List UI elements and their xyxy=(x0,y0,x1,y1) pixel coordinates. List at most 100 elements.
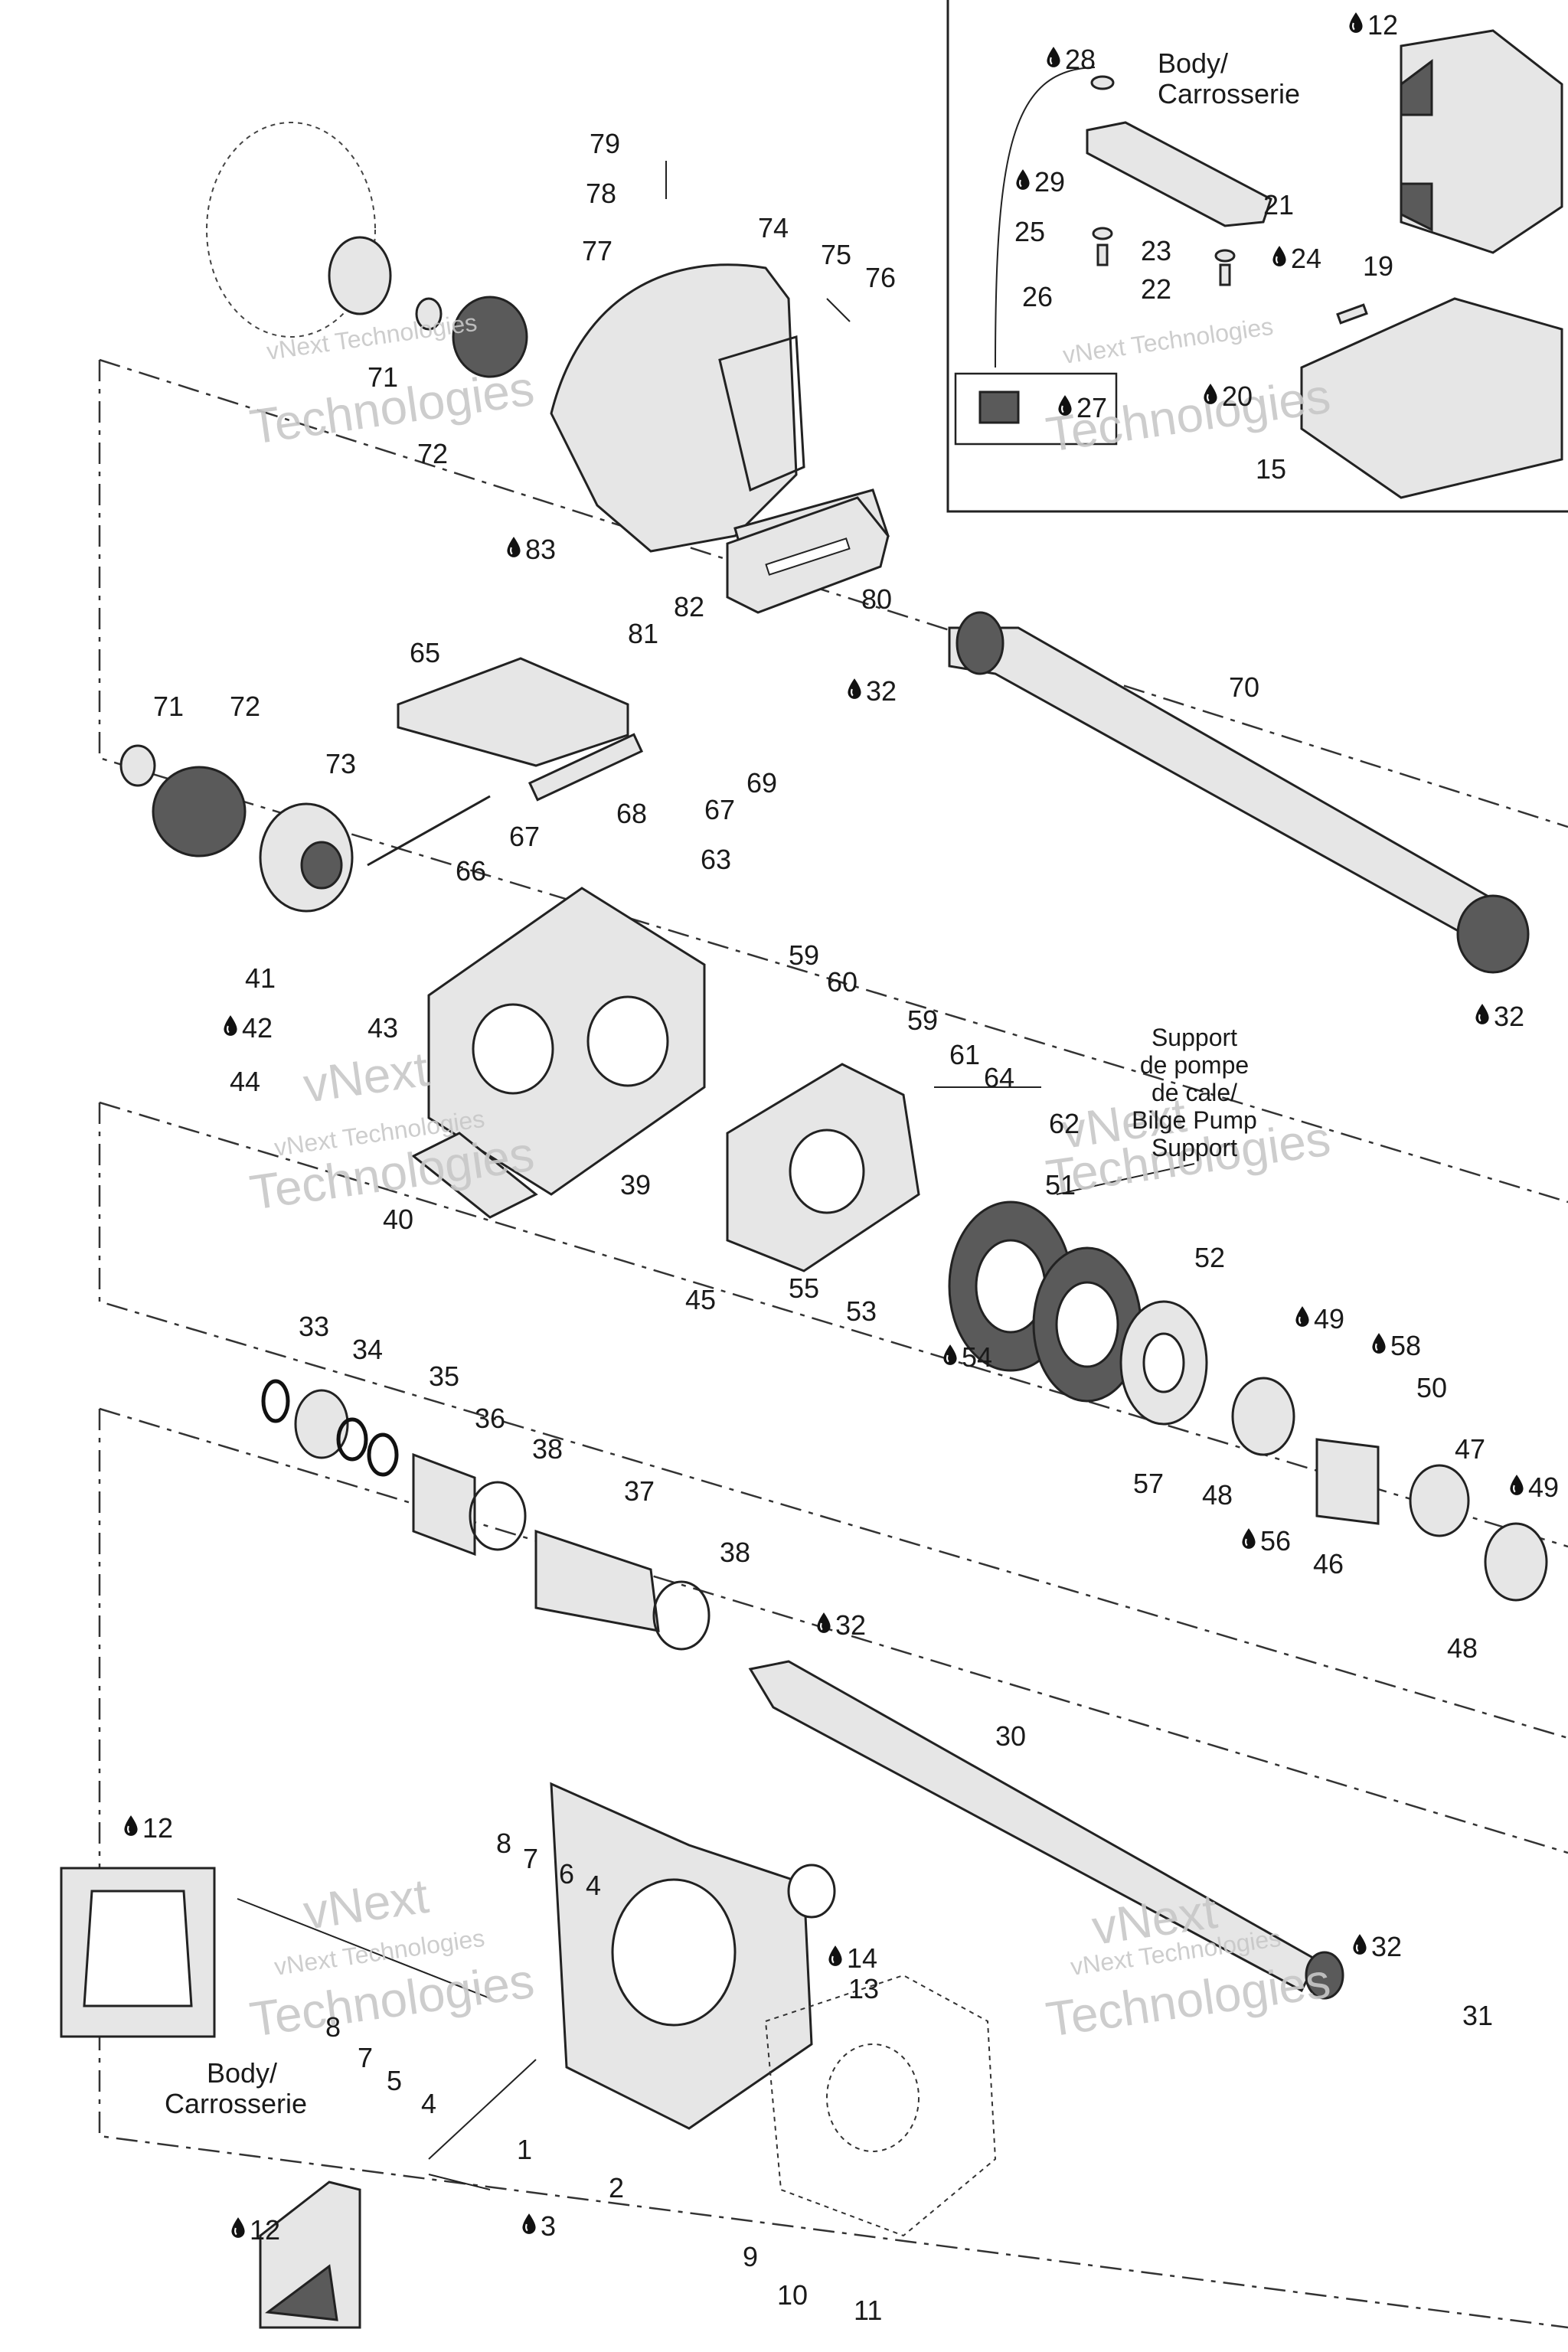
svg-text:Body/: Body/ xyxy=(1158,47,1228,79)
part-number: 32 xyxy=(866,675,897,707)
part-label-p8a: 8 xyxy=(496,1828,511,1859)
part-label-p35: 35 xyxy=(429,1361,459,1392)
inset-panel-top-right xyxy=(946,0,1568,513)
drop-icon xyxy=(1352,1933,1367,1955)
part-label-p75: 75 xyxy=(821,239,851,270)
part-number: 38 xyxy=(720,1537,750,1568)
inset-part-12-left xyxy=(60,1867,216,2038)
part-number: 41 xyxy=(245,962,276,994)
part-label-p32c: 32 xyxy=(816,1609,866,1641)
part-number: 20 xyxy=(1222,381,1253,412)
part-number: 44 xyxy=(230,1066,260,1097)
part-number: 12 xyxy=(250,2214,280,2246)
part-number: 31 xyxy=(1462,2000,1493,2031)
part-number: 5 xyxy=(387,2065,402,2096)
part-number: 68 xyxy=(616,798,647,829)
part-label-p33: 33 xyxy=(299,1311,329,1342)
drop-icon xyxy=(123,1815,139,1837)
part-number: 54 xyxy=(962,1341,992,1373)
part-label-p43: 43 xyxy=(368,1012,398,1044)
coupler-group xyxy=(119,744,354,913)
part-label-p40: 40 xyxy=(383,1204,413,1235)
part-label-p12c: 12 xyxy=(230,2214,280,2246)
part-number: 8 xyxy=(325,2011,341,2043)
part-number: 77 xyxy=(582,235,612,266)
part-label-p64: 64 xyxy=(984,1062,1014,1093)
part-label-p46: 46 xyxy=(1313,1548,1344,1579)
part-label-p71b: 71 xyxy=(153,691,184,722)
part-number: 32 xyxy=(1371,1931,1402,1962)
part-number: 3 xyxy=(541,2210,556,2242)
part-number: 74 xyxy=(758,212,789,243)
part-number: 13 xyxy=(848,1973,879,2004)
part-number: 27 xyxy=(1076,392,1107,423)
part-number: 46 xyxy=(1313,1548,1344,1579)
callout-bilge-pump-support: Support de pompe de cale/ Bilge Pump Sup… xyxy=(1132,1024,1257,1161)
part-label-p36: 36 xyxy=(475,1403,505,1434)
part-number: 60 xyxy=(827,966,858,998)
part-label-p69: 69 xyxy=(746,767,777,799)
drop-icon xyxy=(1371,1332,1387,1354)
part-label-p72a: 72 xyxy=(417,438,448,469)
part-number: 37 xyxy=(624,1475,655,1507)
drop-icon xyxy=(1015,168,1031,191)
part-label-p59b: 59 xyxy=(907,1004,938,1036)
part-number: 48 xyxy=(1202,1479,1233,1511)
part-number: 25 xyxy=(1014,216,1045,247)
part-number: 22 xyxy=(1141,273,1171,305)
part-number: 58 xyxy=(1390,1330,1421,1361)
part-label-p12b: 12 xyxy=(123,1812,173,1844)
part-number: 38 xyxy=(532,1433,563,1465)
part-label-p8b: 8 xyxy=(325,2011,341,2043)
part-number: 71 xyxy=(153,691,184,722)
part-number: 75 xyxy=(821,239,851,270)
part-label-p2: 2 xyxy=(609,2172,624,2203)
part-label-p60: 60 xyxy=(827,966,858,998)
flywheel-group xyxy=(206,122,528,378)
part-label-p65: 65 xyxy=(410,637,440,668)
part-label-p67b: 67 xyxy=(704,794,735,825)
part-number: 12 xyxy=(1367,9,1398,41)
part-number: 52 xyxy=(1194,1242,1225,1273)
part-number: 36 xyxy=(475,1403,505,1434)
callout-body-carrosserie-top: Body/ Carrosserie xyxy=(1158,47,1300,109)
part-number: 66 xyxy=(456,855,486,887)
part-label-p5: 5 xyxy=(387,2065,402,2096)
part-number: 70 xyxy=(1229,671,1259,703)
drop-icon xyxy=(1241,1527,1256,1550)
drop-icon xyxy=(942,1344,958,1366)
housing-1 xyxy=(550,1782,836,2130)
part-label-p13: 13 xyxy=(848,1973,879,2004)
part-label-p19: 19 xyxy=(1363,250,1393,282)
part-number: 11 xyxy=(854,2295,882,2326)
drop-icon xyxy=(1295,1305,1310,1328)
impeller-shaft-30 xyxy=(748,1660,1344,2000)
reference-housing xyxy=(764,1974,997,2237)
drop-icon xyxy=(1348,11,1364,34)
part-number: 24 xyxy=(1291,243,1321,274)
part-label-p9: 9 xyxy=(743,2241,758,2272)
support-bracket-39 xyxy=(411,887,706,1219)
part-label-p6: 6 xyxy=(559,1858,574,1890)
drop-icon xyxy=(521,2213,537,2235)
part-label-p4a: 4 xyxy=(586,1870,601,1901)
part-label-p74: 74 xyxy=(758,212,789,243)
part-number: 73 xyxy=(325,748,356,779)
part-number: 28 xyxy=(1065,44,1096,75)
part-label-p12a: 12 xyxy=(1348,9,1398,41)
part-label-p51: 51 xyxy=(1045,1169,1076,1200)
part-label-p47: 47 xyxy=(1455,1433,1485,1465)
part-number: 21 xyxy=(1263,189,1294,220)
part-number: 62 xyxy=(1049,1108,1080,1139)
part-number: 30 xyxy=(995,1720,1026,1752)
part-number: 57 xyxy=(1133,1468,1164,1499)
part-label-p49b: 49 xyxy=(1509,1472,1559,1503)
part-number: 29 xyxy=(1034,166,1065,198)
part-number: 81 xyxy=(628,618,658,649)
part-label-p53: 53 xyxy=(846,1295,877,1327)
part-number: 45 xyxy=(685,1284,716,1315)
svg-text:Support: Support xyxy=(1152,1134,1237,1161)
part-label-p38a: 38 xyxy=(532,1433,563,1465)
part-number: 63 xyxy=(701,844,731,875)
